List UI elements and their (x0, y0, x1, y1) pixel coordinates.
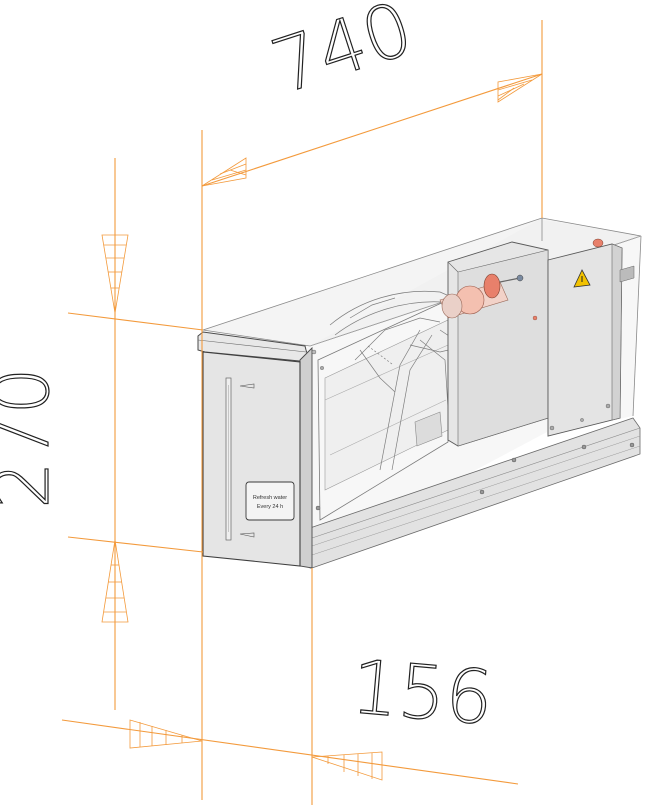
front-panel (197, 331, 317, 569)
dimension-line-depth (61, 719, 519, 785)
dimension-height-label: 270 (0, 367, 66, 508)
arrow-height-top (101, 234, 129, 314)
dimension-lines (61, 20, 543, 805)
max-level-marker (239, 383, 255, 389)
arrow-length-right (497, 73, 543, 103)
arrow-depth-left (129, 719, 203, 749)
warning-triangle-icon (573, 269, 591, 288)
dimension-arrows (101, 73, 543, 781)
arrow-height-bottom (101, 539, 129, 623)
arrow-length-left (201, 157, 247, 187)
label-line-2: Every 24 h (257, 504, 283, 510)
label-line-1: Refresh water (253, 495, 287, 501)
electrical-box (547, 243, 635, 437)
pump-cylinder (439, 238, 604, 319)
inner-frame (317, 299, 449, 521)
dimension-line-length (201, 73, 543, 187)
pump-housing (447, 241, 549, 447)
dimension-length-label: 740 (262, 0, 423, 111)
refresh-water-label: Refresh water Every 24 h (245, 481, 295, 521)
min-level-marker (239, 532, 255, 538)
dimension-depth-label: 156 (348, 644, 496, 742)
base-rail (309, 417, 641, 569)
arrow-depth-right (311, 751, 383, 781)
